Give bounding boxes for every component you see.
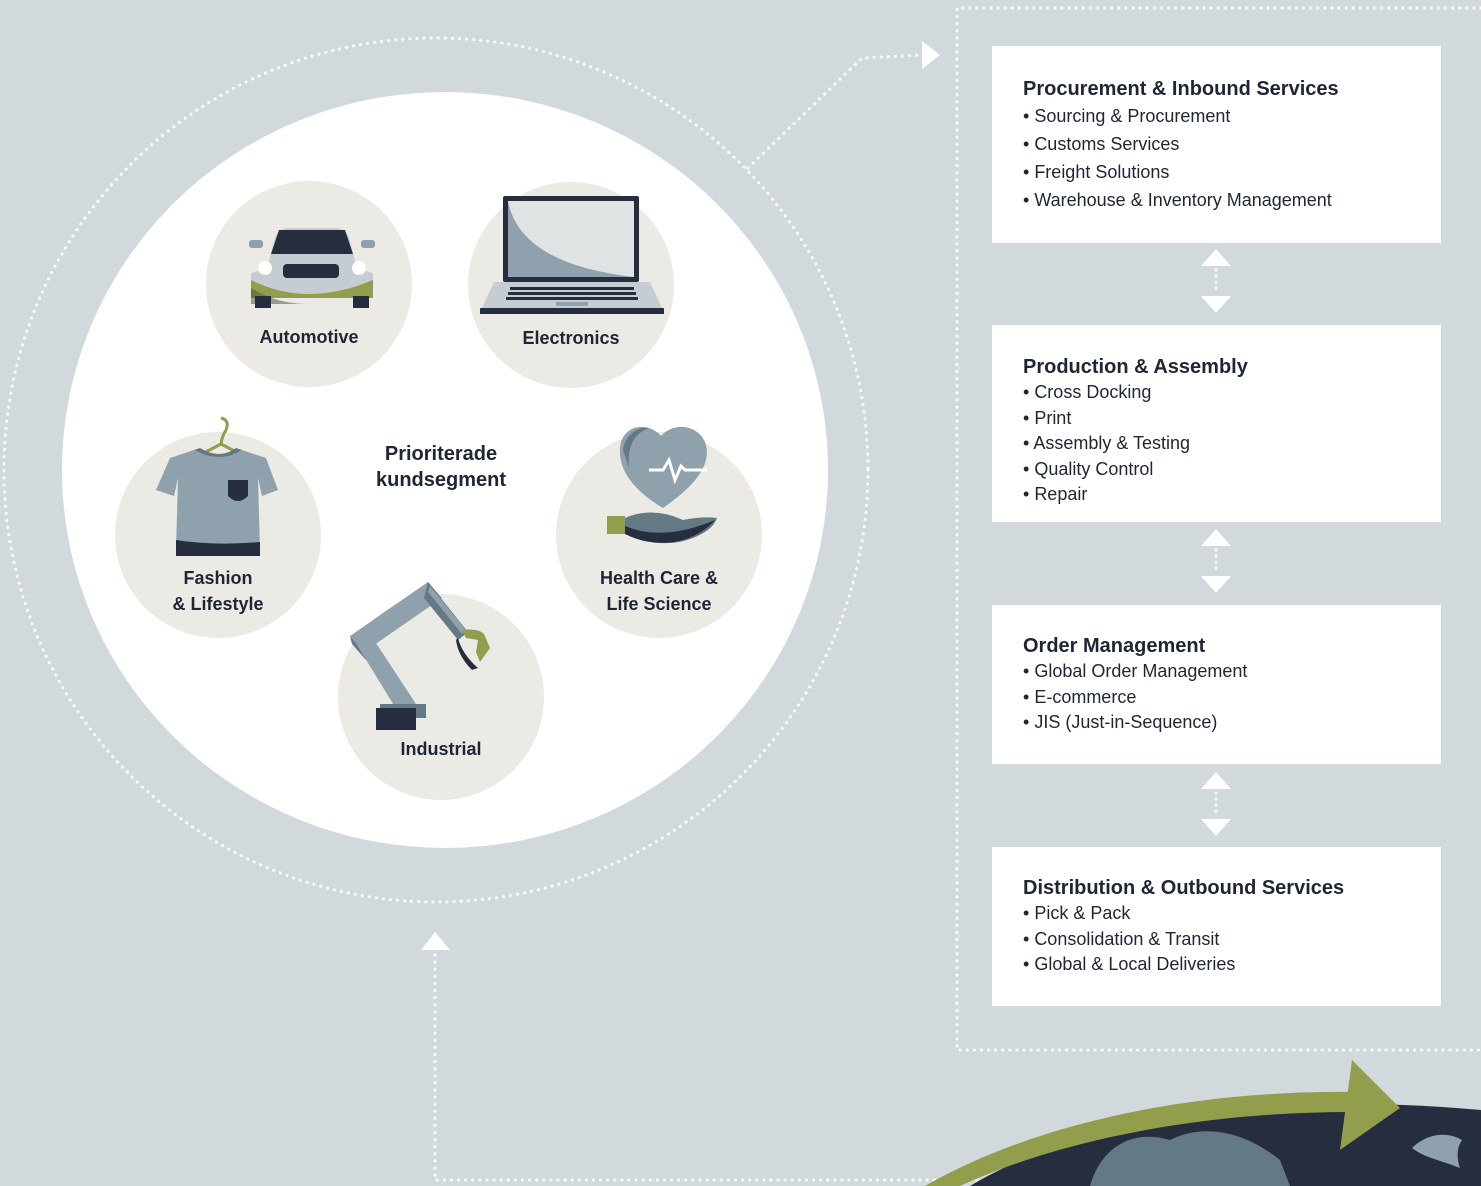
service-list: Pick & Pack Consolidation & Transit Glob… — [1023, 901, 1441, 978]
service-list: Cross Docking Print Assembly & Testing Q… — [1023, 380, 1441, 508]
olive-arrow-icon — [925, 1091, 1355, 1186]
segment-health-label-line1: Health Care & — [599, 568, 719, 588]
service-list: Global Order Management E-commerce JIS (… — [1023, 659, 1441, 736]
arrow-up-icon — [421, 932, 450, 950]
service-item: Freight Solutions — [1023, 158, 1441, 186]
segment-fashion-label-line1: Fashion — [183, 568, 253, 588]
service-item: E-commerce — [1023, 685, 1441, 711]
center-label-line1: Prioriterade — [384, 443, 498, 465]
service-item: Print — [1023, 406, 1441, 432]
service-item: Pick & Pack — [1023, 901, 1441, 927]
service-item: Warehouse & Inventory Management — [1023, 186, 1441, 214]
service-item: Customs Services — [1023, 130, 1441, 158]
tshirt-icon — [156, 416, 278, 556]
center-label: Prioriterade kundsegment — [341, 441, 541, 493]
robot-arm-icon — [350, 582, 490, 730]
segment-automotive-label: Automotive — [259, 327, 359, 347]
service-item: Global & Local Deliveries — [1023, 952, 1441, 978]
segment-health-label: Health Care & Life Science — [556, 565, 762, 617]
service-item: Sourcing & Procurement — [1023, 102, 1441, 130]
service-title: Procurement & Inbound Services — [1023, 78, 1339, 100]
service-item: Assembly & Testing — [1023, 431, 1441, 457]
service-title: Production & Assembly — [1023, 356, 1248, 378]
service-list: Sourcing & Procurement Customs Services … — [1023, 102, 1441, 214]
service-item: Cross Docking — [1023, 380, 1441, 406]
service-box-production: Production & Assembly Cross Docking Prin… — [992, 325, 1441, 522]
dotted-ring — [2, 36, 870, 904]
service-title: Distribution & Outbound Services — [1023, 877, 1345, 899]
connector-to-services — [746, 53, 924, 170]
service-item: Repair — [1023, 482, 1441, 508]
services-frame — [955, 6, 1481, 1052]
box-connectors — [1201, 249, 1231, 836]
segment-electronics-label: Electronics — [522, 328, 620, 348]
service-title: Order Management — [1023, 635, 1206, 657]
arrow-right-icon — [922, 41, 940, 69]
segment-fashion-label-line2: & Lifestyle — [172, 594, 264, 614]
laptop-icon — [480, 196, 664, 314]
service-box-procurement: Procurement & Inbound Services Sourcing … — [992, 46, 1441, 243]
service-item: JIS (Just-in-Sequence) — [1023, 710, 1441, 736]
service-item: Consolidation & Transit — [1023, 927, 1441, 953]
service-box-order: Order Management Global Order Management… — [992, 605, 1441, 764]
service-box-distribution: Distribution & Outbound Services Pick & … — [992, 847, 1441, 1006]
car-icon — [249, 228, 375, 308]
heart-hand-icon — [607, 426, 717, 544]
segment-industrial-label: Industrial — [400, 739, 482, 759]
segment-health-label-line2: Life Science — [606, 594, 712, 614]
service-item: Global Order Management — [1023, 659, 1441, 685]
segment-fashion-label: Fashion & Lifestyle — [115, 565, 321, 617]
center-label-line2: kundsegment — [375, 469, 507, 491]
service-item: Quality Control — [1023, 457, 1441, 483]
